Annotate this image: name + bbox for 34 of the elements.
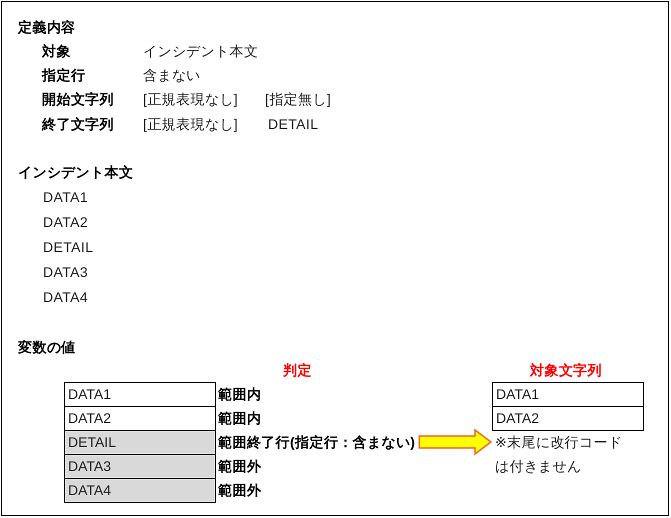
- field-value: [正規表現なし]: [143, 90, 238, 109]
- field-value: DETAIL: [268, 115, 318, 134]
- list-item: DATA4: [43, 288, 88, 307]
- judgement-text: 範囲内: [218, 385, 262, 404]
- list-item: DATA3: [43, 263, 88, 282]
- field-label: 開始文字列: [42, 90, 114, 109]
- judgement-text: 範囲外: [218, 457, 262, 476]
- field-label: 終了文字列: [42, 115, 114, 134]
- note-text: ※末尾に改行コードは付きません: [495, 430, 631, 478]
- table-cell: DATA3: [64, 454, 216, 479]
- field-value: 含まない: [143, 66, 201, 85]
- section-heading: インシデント本文: [18, 163, 134, 182]
- judgement-text: 範囲終了行(指定行：含まない): [218, 430, 416, 454]
- column-heading: 対象文字列: [530, 361, 602, 380]
- table-cell: DETAIL: [64, 430, 216, 455]
- list-item: DATA2: [43, 213, 88, 232]
- list-item: DATA1: [43, 188, 88, 207]
- section-heading: 変数の値: [18, 338, 76, 357]
- judgement-text: 範囲内: [218, 409, 262, 428]
- field-value: インシデント本文: [143, 42, 258, 61]
- table-cell: DATA1: [492, 382, 644, 407]
- block-arrow: [418, 428, 492, 456]
- field-label: 対象: [42, 42, 71, 61]
- list-item: DETAIL: [43, 238, 94, 257]
- table-cell: DATA2: [492, 406, 644, 431]
- table-cell: DATA2: [64, 406, 216, 431]
- judgement-text: 範囲外: [218, 481, 262, 500]
- field-label: 指定行: [42, 66, 86, 85]
- section-heading: 定義内容: [18, 18, 76, 37]
- column-heading: 判定: [283, 361, 312, 380]
- table-cell: DATA1: [64, 382, 216, 407]
- field-value: [正規表現なし]: [143, 115, 238, 134]
- field-value: [指定無し]: [265, 90, 332, 109]
- table-cell: DATA4: [64, 478, 216, 503]
